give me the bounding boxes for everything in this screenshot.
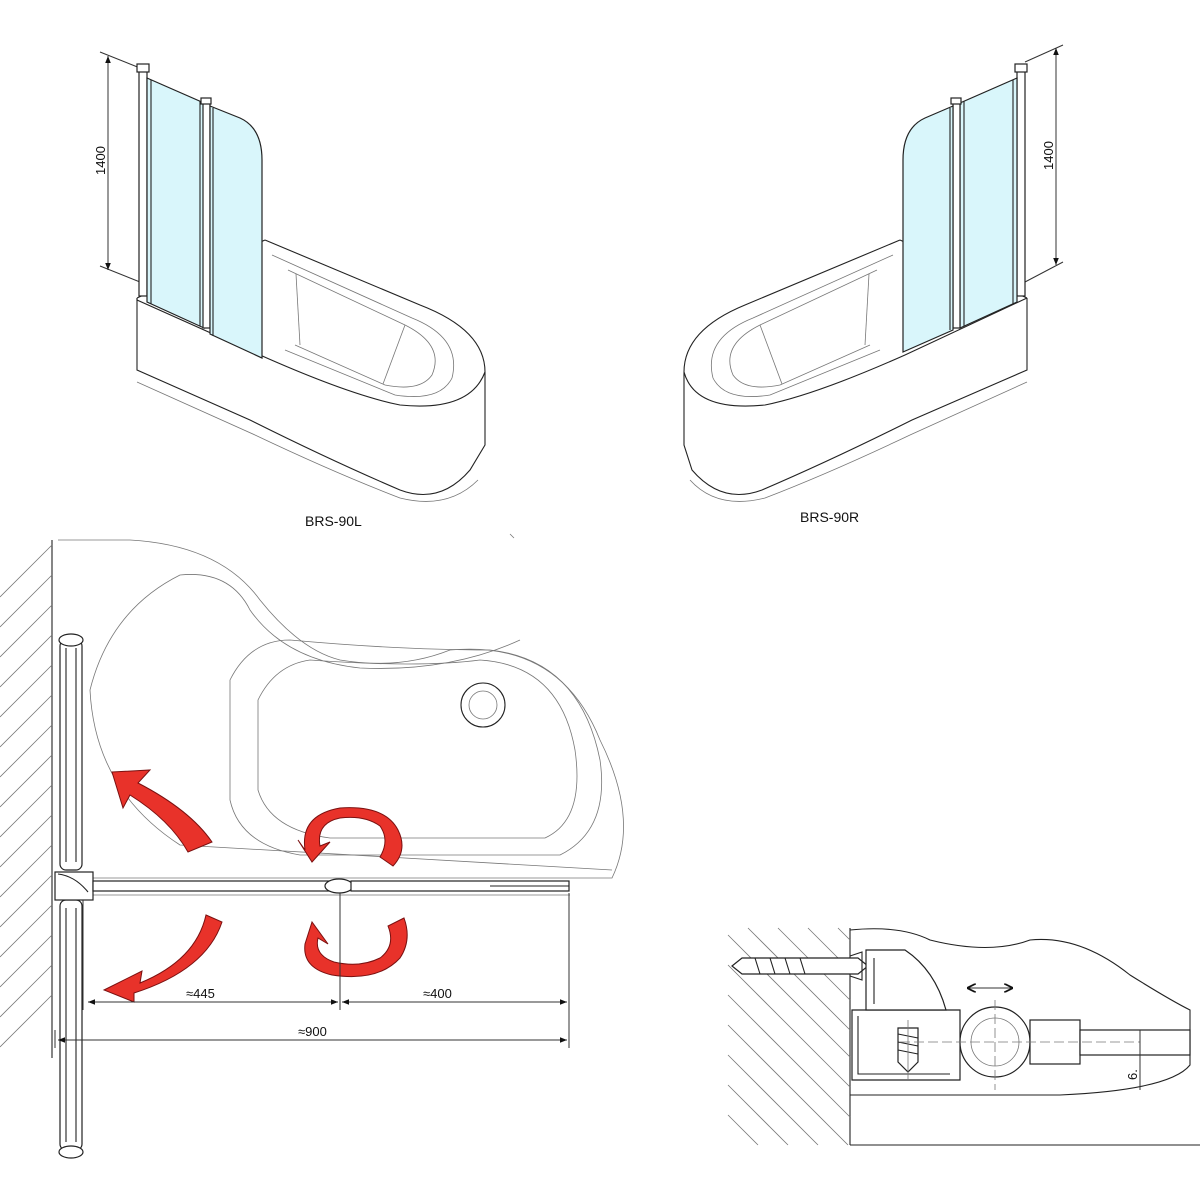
model-label-right: BRS-90R — [800, 509, 859, 525]
screen-plan-line — [54, 871, 570, 901]
view-brs-90r: 1400 BRS-90R — [683, 44, 1064, 525]
detail-offset-dim: 6. — [1125, 1069, 1140, 1080]
height-dim-label-right: 1400 — [1041, 141, 1056, 170]
folded-panels-plan — [58, 633, 84, 1159]
view-brs-90l: 1400 BRS-90L — [93, 51, 486, 529]
dim-door-width: ≈445 — [186, 986, 215, 1001]
wall-profile-section — [851, 949, 961, 1081]
swing-arrow-upper-left — [111, 769, 213, 853]
bathtub-plan — [58, 539, 624, 896]
rotate-arrow-lower-right — [304, 917, 408, 978]
height-dimension-right: 1400 — [1024, 44, 1064, 283]
folding-glass-panel-left — [209, 105, 263, 359]
bathtub-left — [136, 239, 486, 502]
hinge-cylinder — [900, 1000, 1191, 1090]
model-label-left: BRS-90L — [305, 513, 362, 529]
wall-profile-left — [138, 69, 148, 297]
rotate-arrow-upper-right — [297, 807, 403, 867]
plan-dimensions: ≈445 ≈400 ≈900 — [54, 893, 570, 1048]
height-dimension-left: 1400 — [93, 51, 141, 283]
dim-total-width: ≈900 — [298, 1024, 327, 1039]
dim-panel-width: ≈400 — [423, 986, 452, 1001]
plan-view: ≈445 ≈400 ≈900 — [0, 539, 624, 1159]
wall-hatching — [0, 540, 53, 1058]
detail-view: 6. — [727, 927, 1200, 1146]
wall-dowel — [731, 951, 869, 981]
fixed-glass-panel-right — [959, 77, 1018, 329]
wall-profile-right — [1016, 69, 1026, 297]
height-dim-label-left: 1400 — [93, 146, 108, 175]
fixed-glass-panel-left — [146, 77, 205, 329]
folding-glass-panel-right — [902, 105, 954, 353]
